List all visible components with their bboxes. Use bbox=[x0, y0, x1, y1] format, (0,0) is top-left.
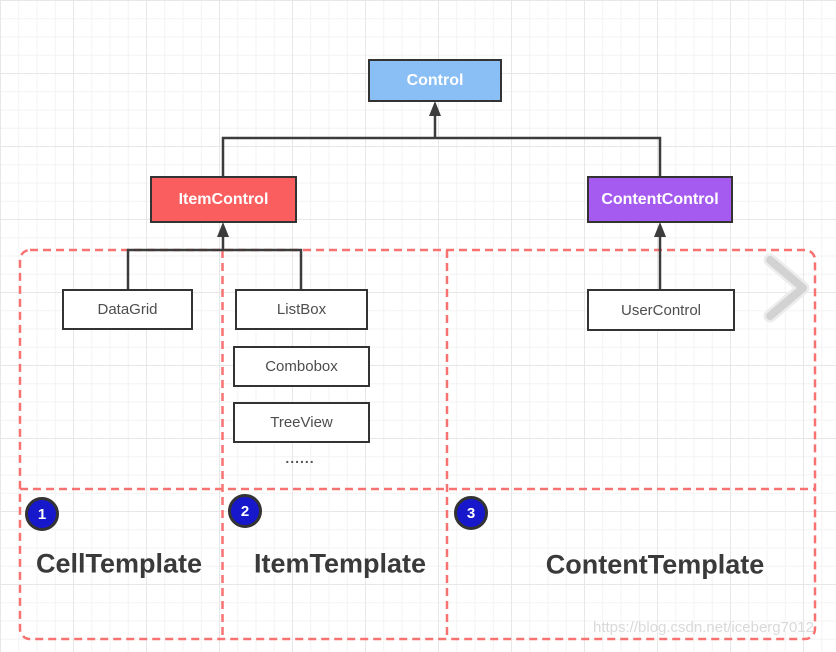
node-contentcontrol: ContentControl bbox=[587, 176, 733, 223]
up-arrowhead-contentcontrol bbox=[654, 222, 666, 237]
node-control: Control bbox=[368, 59, 502, 102]
region-label-celltemplate: CellTemplate bbox=[35, 548, 203, 579]
connector-itemcontrol-children bbox=[126, 236, 303, 289]
watermark-url: https://blog.csdn.net/iceberg7012 bbox=[593, 619, 814, 636]
connector-control-children bbox=[221, 136, 662, 176]
node-listbox: ListBox bbox=[235, 289, 368, 330]
region-badge-1: 1 bbox=[25, 497, 59, 531]
up-arrowhead-itemcontrol bbox=[217, 222, 229, 237]
region-label-contenttemplate: ContentTemplate bbox=[545, 549, 765, 580]
region-badge-2: 2 bbox=[228, 494, 262, 528]
region-label-itemtemplate: ItemTemplate bbox=[253, 548, 427, 579]
node-datagrid: DataGrid bbox=[62, 289, 193, 330]
node-treeview: TreeView bbox=[233, 402, 370, 443]
node-usercontrol: UserControl bbox=[587, 289, 735, 331]
chevron-right-icon[interactable] bbox=[763, 253, 810, 323]
region-badge-3: 3 bbox=[454, 496, 488, 530]
node-itemcontrol: ItemControl bbox=[150, 176, 297, 223]
up-arrowhead-control bbox=[429, 101, 441, 116]
node-combobox: Combobox bbox=[233, 346, 370, 387]
more-items-ellipsis: ...... bbox=[285, 450, 315, 466]
